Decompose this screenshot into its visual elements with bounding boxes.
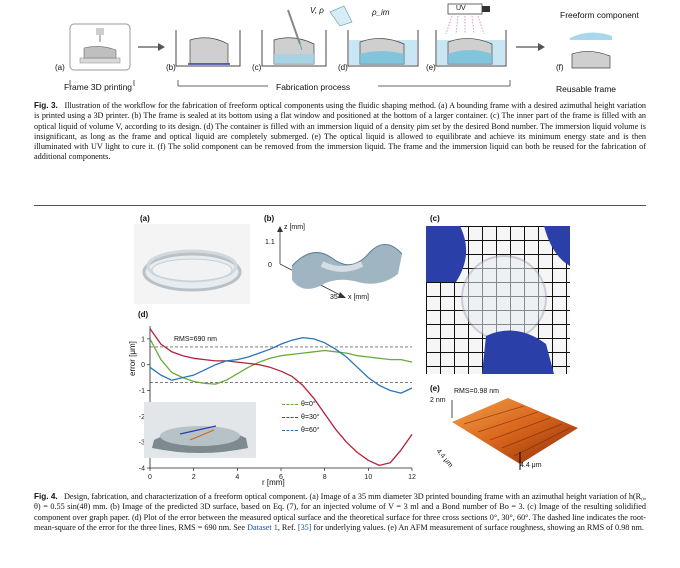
fabrication-label: Fabrication process xyxy=(276,82,351,92)
z-axis-label: z [mm] xyxy=(284,224,305,231)
chart-series xyxy=(149,328,413,467)
y-tick-label: 1 xyxy=(141,336,145,343)
z-tick-1: 1.1 xyxy=(265,239,275,246)
frame-printing-label: Frame 3D printing xyxy=(64,82,133,92)
printer-illustration xyxy=(69,23,131,71)
frame-step-e xyxy=(435,3,507,67)
section-divider xyxy=(34,205,646,206)
y-tick-label: -2 xyxy=(139,414,145,421)
fig3-label-c: (c) xyxy=(252,63,262,72)
x-axis-label: x [mm] xyxy=(348,294,369,301)
fig3-label-b: (b) xyxy=(166,63,176,72)
x-tick-label: 6 xyxy=(279,474,283,481)
x-tick-label: 4 xyxy=(235,474,239,481)
freeform-label: Freeform component xyxy=(560,10,639,20)
series-line-2 xyxy=(149,336,413,394)
chart-rms-lines xyxy=(150,346,412,383)
y-tick-label: -4 xyxy=(139,466,145,473)
fig4-label-d: (d) xyxy=(138,310,149,319)
frame-step-d xyxy=(329,5,419,67)
frame-ring-photo xyxy=(134,224,250,304)
frame-step-f xyxy=(570,32,612,69)
reusable-label: Reusable frame xyxy=(556,84,617,94)
x-tick-label: 12 xyxy=(408,474,416,481)
afm-rms-label: RMS=0.98 nm xyxy=(454,388,499,395)
immersion-density-label: ρ_im xyxy=(372,8,390,17)
frame-step-b xyxy=(175,30,241,67)
legend-item-2: θ=60° xyxy=(282,427,320,434)
fig4-label-a: (a) xyxy=(140,214,150,223)
x-tick-label: 10 xyxy=(364,474,372,481)
surface-3d-render xyxy=(277,226,403,298)
x-axis-title: r [mm] xyxy=(262,478,285,487)
fig3-label-f: (f) xyxy=(556,63,564,72)
fig4-caption: Fig. 4. Design, fabrication, and charact… xyxy=(34,492,647,532)
rms-label: RMS=690 nm xyxy=(174,336,217,343)
x-tick-35: 35 xyxy=(330,294,338,301)
frame-step-c xyxy=(261,9,327,67)
fig4-label-c: (c) xyxy=(430,214,440,223)
chart-legend: θ=0° θ=30° θ=60° xyxy=(282,401,320,434)
component-graph-paper-photo xyxy=(426,226,570,374)
fig4-label-e: (e) xyxy=(430,384,440,393)
legend-item-0: θ=0° xyxy=(282,401,320,408)
afm-surface-image xyxy=(451,398,578,470)
y-tick-label: -3 xyxy=(139,440,145,447)
y-tick-label: 0 xyxy=(141,362,145,369)
uv-label: UV xyxy=(456,5,466,12)
fig3-caption: Fig. 3. Illustration of the workflow for… xyxy=(34,101,647,162)
fig3-diagram xyxy=(69,3,612,87)
x-tick-label: 0 xyxy=(148,474,152,481)
fig4-label-b: (b) xyxy=(264,214,275,223)
volume-density-label: V, ρ xyxy=(310,6,324,15)
y-tick-label: -1 xyxy=(139,388,145,395)
fig3-label-e: (e) xyxy=(426,63,436,72)
fig3-label-d: (d) xyxy=(338,63,348,72)
afm-z-scale: 2 nm xyxy=(430,397,446,404)
series-line-0 xyxy=(149,338,413,385)
dataset-link[interactable]: Dataset 1 xyxy=(247,522,278,532)
y-axis-title: error [μm] xyxy=(128,341,137,376)
x-tick-label: 2 xyxy=(192,474,196,481)
fig3-label-a: (a) xyxy=(55,63,65,72)
inset-photo xyxy=(144,402,256,458)
series-line-1 xyxy=(149,328,413,467)
legend-item-1: θ=30° xyxy=(282,414,320,421)
z-tick-0: 0 xyxy=(268,262,272,269)
x-tick-label: 8 xyxy=(323,474,327,481)
afm-x-scale: 4.4 μm xyxy=(520,462,542,469)
reference-link[interactable]: [35] xyxy=(297,522,312,532)
